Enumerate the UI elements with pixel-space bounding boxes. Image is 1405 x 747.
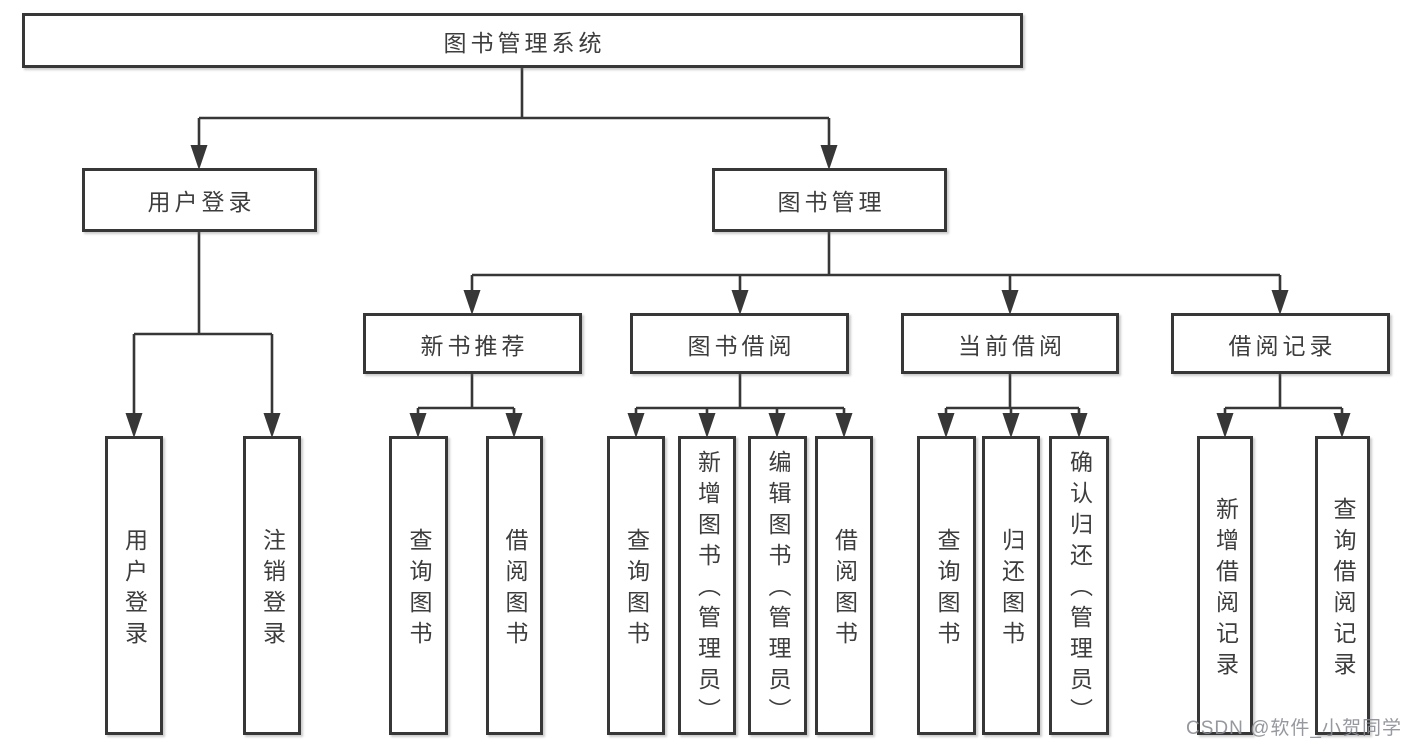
node-label: 借阅图书 [831,527,858,652]
node-label: 图书管理系统 [443,29,606,56]
node-label: 查询图书 [623,527,650,652]
node-book-borrow: 图书借阅 [630,313,849,374]
node-logout-leaf: 注销登录 [243,436,301,735]
node-bb-borrow-books: 借阅图书 [815,436,873,735]
node-rec-query-books: 查询图书 [389,436,448,735]
node-bb-edit-books: 编辑图书（管理员） [748,436,807,735]
node-book-mgmt-branch: 图书管理 [712,168,947,232]
node-add-borrow-record: 新增借阅记录 [1197,436,1253,735]
node-label: 查询图书 [406,527,432,652]
node-label: 查询借阅记录 [1330,496,1356,683]
node-label: 图书管理 [777,189,886,215]
node-user-login-leaf: 用户登录 [105,436,163,735]
node-label: 新书推荐 [420,332,529,359]
node-bb-query-books: 查询图书 [607,436,665,735]
node-bb-add-books: 新增图书（管理员） [678,436,736,735]
node-label: 注销登录 [259,527,286,652]
watermark: CSDN @软件_小贺同学 [1186,718,1402,739]
node-label: 编辑图书（管理员） [765,450,791,729]
node-label: 当前借阅 [958,332,1066,359]
node-label: 归还图书 [998,527,1025,652]
node-label: 借阅记录 [1228,332,1337,359]
node-label: 图书借阅 [687,332,796,359]
node-borrow-records: 借阅记录 [1171,313,1390,374]
node-label: 查询图书 [934,527,960,652]
node-user-login-branch: 用户登录 [82,168,317,232]
node-label: 用户登录 [147,189,256,215]
node-label: 借阅图书 [502,527,528,652]
node-root: 图书管理系统 [22,13,1023,68]
node-label: 新增图书（管理员） [694,450,721,729]
node-rec-borrow-books: 借阅图书 [486,436,543,735]
node-cur-confirm-return: 确认归还（管理员） [1049,436,1109,735]
node-cur-query-books: 查询图书 [917,436,976,735]
node-new-book-rec: 新书推荐 [363,313,582,374]
node-current-borrow: 当前借阅 [901,313,1119,374]
node-label: 用户登录 [121,527,148,652]
node-query-borrow-record: 查询借阅记录 [1315,436,1370,735]
node-cur-return-books: 归还图书 [982,436,1040,735]
node-label: 确认归还（管理员） [1066,450,1093,729]
node-label: 新增借阅记录 [1212,496,1239,683]
